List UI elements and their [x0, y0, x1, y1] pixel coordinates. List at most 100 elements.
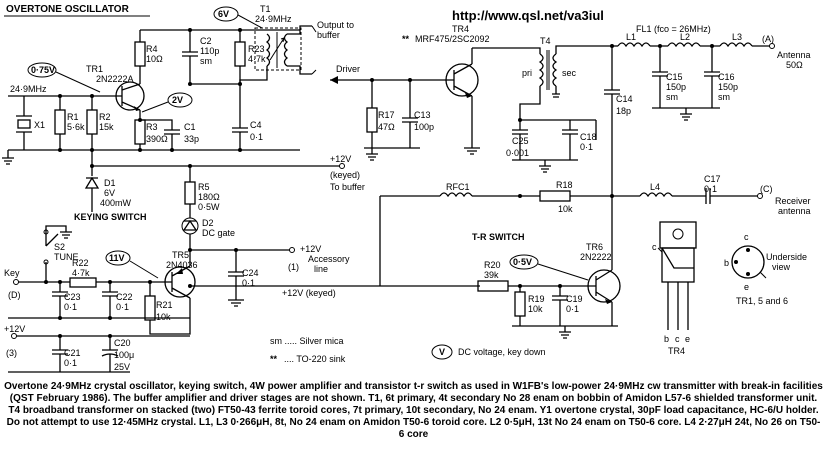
- pinout-section: c b c e TR4 c b e Underside view TR1, 5 …: [652, 221, 807, 356]
- tr5-base-voltage: 11V: [109, 253, 125, 263]
- source-url: http://www.qsl.net/va3iul: [452, 8, 604, 23]
- keying-switch-title: KEYING SWITCH: [74, 212, 147, 222]
- underside-label-2: view: [772, 262, 791, 272]
- d2-function: DC gate: [202, 228, 235, 238]
- r20-resistor: [477, 280, 509, 292]
- c22-name: C22: [116, 292, 133, 302]
- c4-value: 0·1: [250, 132, 263, 142]
- c24-name: C24: [242, 268, 259, 278]
- r17-name: R17: [378, 110, 395, 120]
- c2-dielectric: sm: [200, 56, 212, 66]
- l1-name: L1: [626, 32, 636, 42]
- r4-value: 10Ω: [146, 54, 163, 64]
- receiver-pin: (C): [760, 184, 773, 194]
- c24-value: 0·1: [242, 278, 255, 288]
- r18-resistor: [539, 190, 571, 202]
- c21-name: C21: [64, 348, 81, 358]
- accessory-12v: +12V: [300, 244, 321, 254]
- c22-value: 0·1: [116, 302, 129, 312]
- r23-resistor: [234, 41, 246, 67]
- legend-sink-mark: **: [270, 354, 278, 364]
- tr4-mounting-hole: [672, 228, 684, 240]
- c21-value: 0·1: [64, 358, 77, 368]
- r19-resistor: [514, 291, 526, 317]
- tr1-emitter-voltage: 2V: [172, 95, 183, 105]
- receiver-label: Receiver: [775, 196, 811, 206]
- key-pin: (D): [8, 290, 21, 300]
- to18-label: TR1, 5 and 6: [736, 296, 788, 306]
- supply-12v: +12V: [4, 324, 25, 334]
- c25-value: 0·001: [506, 148, 529, 158]
- r18-value: 10k: [558, 204, 573, 214]
- keyed-supply-section: D1 6V 400mW +12V (keyed) To buffer R5 18…: [74, 150, 365, 250]
- legend-voltage-text: DC voltage, key down: [458, 347, 546, 357]
- r22-value: 4·7k: [72, 268, 90, 278]
- c2-value: 110p: [200, 46, 219, 56]
- d1-name: D1: [104, 178, 116, 188]
- tr4-type: MRF475/2SC2092: [415, 34, 490, 44]
- t4-secondary: [552, 53, 558, 87]
- r22-name: R22: [72, 258, 89, 268]
- t1-shield: [254, 27, 302, 71]
- c15-dielectric: sm: [666, 92, 678, 102]
- c14-name: C14: [616, 94, 633, 104]
- keyed-12v-sub: (keyed): [330, 170, 360, 180]
- x1-crystal: [17, 119, 31, 129]
- supply-pin: (3): [6, 348, 17, 358]
- tr4-tab-pin: c: [652, 242, 657, 252]
- r18-name: R18: [556, 180, 573, 190]
- xtal-frequency: 24·9MHz: [10, 84, 47, 94]
- c18-value: 0·1: [580, 142, 593, 152]
- t1-voltage-tag: [213, 6, 239, 22]
- legend-voltage-marker: [431, 344, 453, 360]
- x1-name: X1: [34, 120, 45, 130]
- osc-ground-symbol: [2, 150, 14, 165]
- tr6-type: 2N2222: [580, 252, 612, 262]
- tr5-name: TR5: [172, 250, 189, 260]
- c20-name: C20: [114, 338, 131, 348]
- c1-value: 33p: [184, 134, 199, 144]
- c25-name: C25: [512, 136, 529, 146]
- r17-resistor: [366, 107, 378, 133]
- legend-sink: .... TO-220 sink: [284, 354, 346, 364]
- t1-secondary: [283, 33, 289, 67]
- r19-name: R19: [528, 294, 545, 304]
- r4-resistor: [134, 41, 146, 67]
- t4-primary-label: pri: [522, 68, 532, 78]
- c15-value: 150p: [666, 82, 686, 92]
- accessory-pin: (1): [288, 262, 299, 272]
- keyed-12v-label: +12V: [330, 154, 351, 164]
- r20-name: R20: [484, 260, 501, 270]
- c17-value: 0·1: [704, 184, 717, 194]
- t4-primary: [538, 53, 544, 87]
- output-buffer-label-1: Output to: [317, 20, 354, 30]
- d1-zener: [84, 176, 100, 189]
- legend-v-mark: V: [439, 347, 445, 357]
- r21-name: R21: [156, 300, 173, 310]
- rfc1-choke: [439, 192, 473, 198]
- r3-value: 390Ω: [146, 134, 168, 144]
- antenna-label: Antenna: [777, 50, 811, 60]
- keyed-12v-dest: To buffer: [330, 182, 365, 192]
- to18-pin-c: c: [744, 232, 749, 242]
- figure-caption: Overtone 24·9MHz crystal oscillator, key…: [4, 381, 823, 440]
- c20-voltage: 25V: [114, 362, 130, 372]
- tr1-type: 2N2222A: [96, 74, 134, 84]
- tr4-name: TR4: [452, 24, 469, 34]
- tr4-pin-c: c: [675, 334, 680, 344]
- tr5-base-voltage-tag: [105, 250, 131, 266]
- c1-name: C1: [184, 122, 196, 132]
- tr-switch-title: T-R SWITCH: [472, 232, 525, 242]
- c17-name: C17: [704, 174, 721, 184]
- l1-inductor: [617, 42, 651, 48]
- c14-value: 18p: [616, 106, 631, 116]
- t1-name: T1: [260, 4, 271, 14]
- r4-name: R4: [146, 44, 158, 54]
- l2-name: L2: [680, 32, 690, 42]
- l3-name: L3: [732, 32, 742, 42]
- t1-voltage: 6V: [218, 9, 229, 19]
- t4-name: T4: [540, 36, 551, 46]
- fl1-label: FL1 (fco = 26MHz): [636, 24, 711, 34]
- receiver-label-2: antenna: [778, 206, 811, 216]
